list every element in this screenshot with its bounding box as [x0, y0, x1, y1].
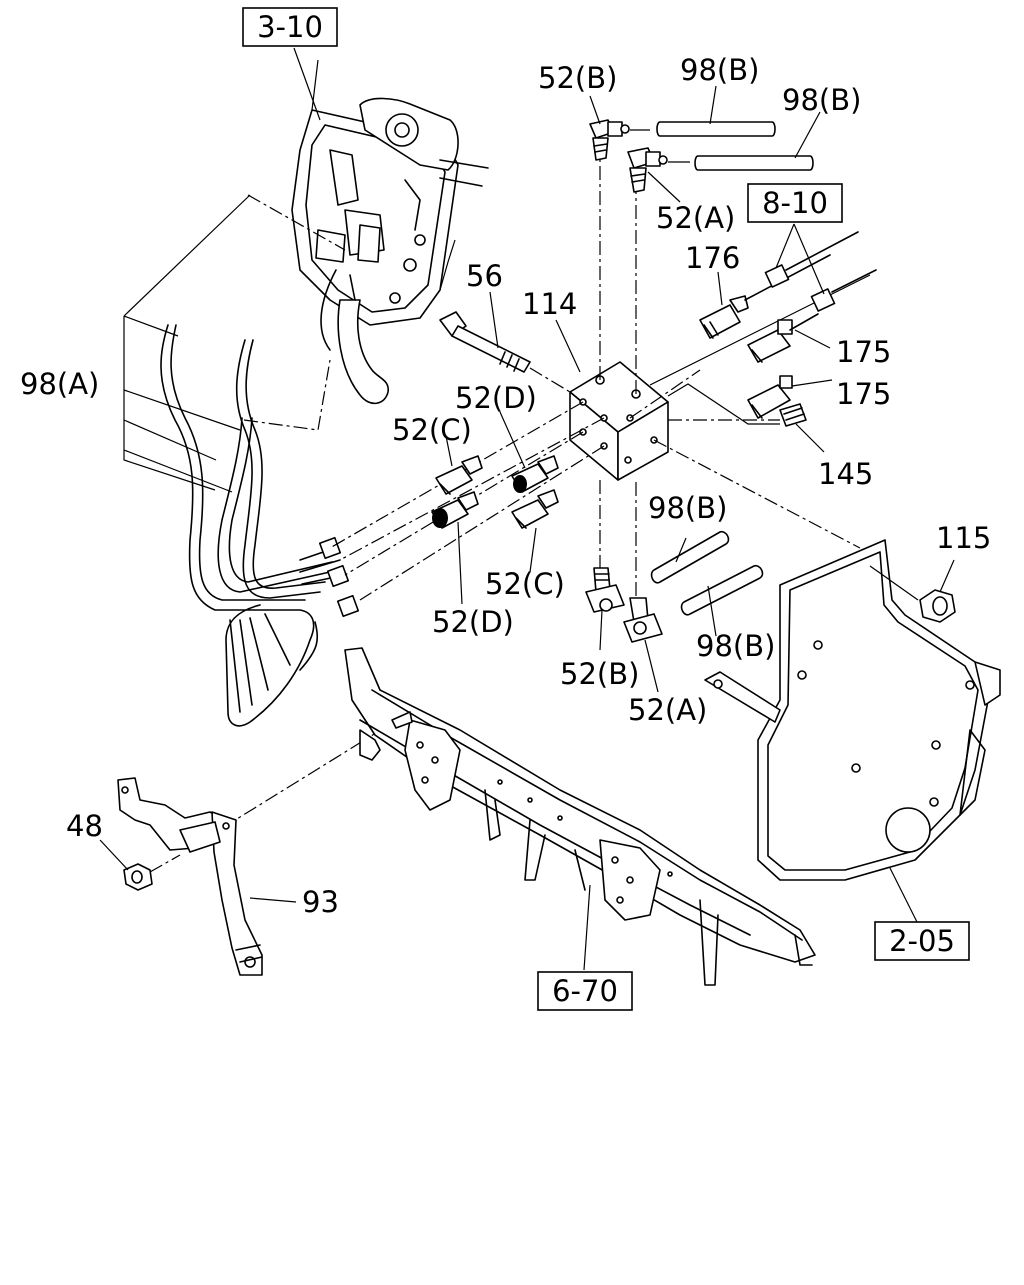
label-145: 145	[818, 457, 873, 491]
connectors-8-10	[764, 231, 877, 331]
fitting-52d-lower[interactable]	[431, 491, 479, 529]
ref-box-8-10[interactable]: 8-10	[747, 183, 843, 223]
pipe-bundle-98a	[160, 324, 360, 727]
label-115: 115	[936, 521, 991, 555]
nut-48[interactable]	[123, 854, 181, 891]
ref-label-2-05: 2-05	[889, 924, 955, 958]
ref-box-3-10[interactable]: 3-10	[242, 7, 338, 47]
label-98b-top-2: 98(B)	[782, 83, 861, 117]
fitting-52a-bottom[interactable]	[623, 597, 663, 643]
pipe-98b-low[interactable]	[680, 564, 764, 616]
label-52c-bottom: 52(C)	[485, 567, 565, 601]
label-98b-top-1: 98(B)	[680, 53, 759, 87]
label-176: 176	[685, 241, 740, 275]
label-52d-top: 52(D)	[455, 381, 537, 415]
label-93: 93	[302, 885, 339, 919]
pipe-98b-top[interactable]	[656, 121, 814, 171]
label-114: 114	[522, 287, 577, 321]
ref-label-3-10: 3-10	[257, 10, 323, 44]
label-98b-low: 98(B)	[696, 629, 775, 663]
ref-label-6-70: 6-70	[552, 974, 618, 1008]
label-52d-bottom: 52(D)	[432, 605, 514, 639]
pipe-98b-mid[interactable]	[650, 530, 730, 584]
label-52c-top: 52(C)	[392, 413, 472, 447]
junction-block-114[interactable]	[569, 361, 669, 481]
ref-box-2-05[interactable]: 2-05	[874, 921, 970, 961]
ref-label-8-10: 8-10	[762, 186, 828, 220]
part-labels: 52(B) 98(B) 98(B) 52(A) 176 175 175 145 …	[20, 53, 991, 919]
label-52b-bottom: 52(B)	[560, 657, 639, 691]
label-98a: 98(A)	[20, 367, 99, 401]
fitting-52b-top[interactable]	[589, 119, 630, 161]
ref-box-6-70[interactable]: 6-70	[537, 971, 633, 1011]
label-52b-top: 52(B)	[538, 61, 617, 95]
panel-2-05	[704, 539, 1001, 881]
fitting-52b-bottom[interactable]	[585, 567, 625, 613]
bracket-93[interactable]	[117, 777, 263, 976]
label-52a-top: 52(A)	[656, 201, 735, 235]
label-52a-bottom: 52(A)	[628, 693, 707, 727]
label-175-b: 175	[836, 377, 891, 411]
label-48: 48	[66, 809, 103, 843]
frame-crossmember-6-70	[344, 647, 816, 986]
fitting-52d-upper[interactable]	[511, 455, 559, 493]
fitting-52c-upper[interactable]	[435, 455, 483, 495]
nut-115[interactable]	[919, 589, 956, 623]
pedal-bracket-assembly	[291, 59, 489, 405]
sensor-175-lower[interactable]	[747, 375, 793, 419]
fitting-52c-lower[interactable]	[511, 489, 559, 529]
label-56: 56	[466, 259, 503, 293]
label-175-a: 175	[836, 335, 891, 369]
label-98b-mid: 98(B)	[648, 491, 727, 525]
plug-145[interactable]	[779, 403, 807, 427]
fitting-52a-top[interactable]	[627, 147, 668, 193]
sensor-175-upper[interactable]	[747, 319, 793, 363]
bolt-56[interactable]	[439, 311, 571, 393]
leader-lines	[99, 47, 955, 971]
